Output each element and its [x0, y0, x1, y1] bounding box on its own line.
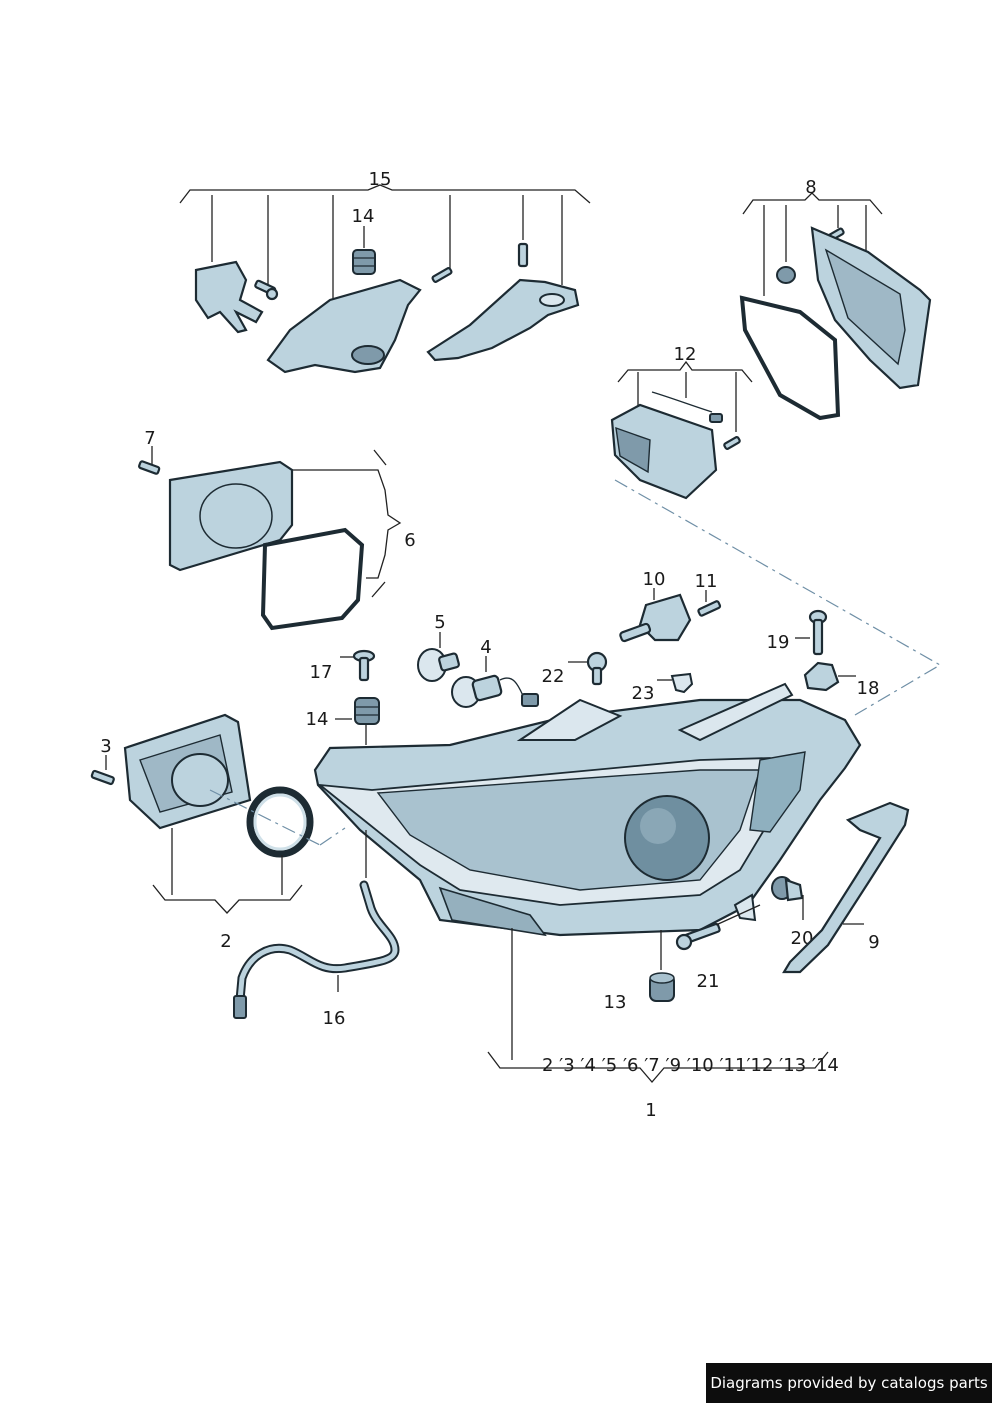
callout-3: 3 [100, 736, 111, 757]
callout-1: 1 [645, 1100, 656, 1121]
screw-17 [340, 649, 376, 682]
ballast-group-2 [90, 713, 346, 914]
screw-19 [795, 609, 828, 656]
callout-16: 16 [323, 1008, 346, 1029]
callout-7: 7 [144, 428, 155, 449]
bracket-group-15 [179, 184, 591, 374]
callout-19: 19 [767, 632, 790, 653]
callout-15: 15 [369, 169, 392, 190]
vent-hose-16 [233, 830, 400, 1019]
callout-8: 8 [805, 177, 816, 198]
callout-23: 23 [632, 683, 655, 704]
plug-23 [657, 672, 694, 694]
callout-14-mid: 14 [306, 709, 329, 730]
assembly-bracket-1 [487, 1051, 829, 1083]
credit-footer: Diagrams provided by catalogs parts [706, 1363, 992, 1403]
callout-4: 4 [480, 637, 491, 658]
cover-group-8 [739, 192, 932, 421]
credit-text: Diagrams provided by catalogs parts [710, 1374, 988, 1392]
clip-20 [771, 876, 804, 920]
callout-5: 5 [434, 612, 445, 633]
mount-18 [803, 661, 856, 692]
callout-18: 18 [857, 678, 880, 699]
callout-13: 13 [604, 992, 627, 1013]
callout-14-top: 14 [352, 206, 375, 227]
callout-6: 6 [404, 530, 415, 551]
rubber-13 [649, 930, 675, 1002]
trim-strip-9 [782, 801, 910, 974]
callout-9: 9 [868, 932, 879, 953]
assembly-contents-list: 2 ′3 ′4 ′5 ′6 ′7 ′9 ′10 ′11′12 ′13 ′14 [542, 1055, 839, 1076]
screw-21 [675, 904, 761, 951]
callout-2: 2 [220, 931, 231, 952]
actuator-10 [619, 588, 692, 643]
module-group-6 [138, 446, 402, 631]
screw-22 [568, 651, 608, 686]
nut-14-top [352, 226, 376, 275]
callout-22: 22 [542, 666, 565, 687]
callout-10: 10 [643, 569, 666, 590]
callout-21: 21 [697, 971, 720, 992]
callout-17: 17 [310, 662, 333, 683]
nut-14-mid [335, 697, 380, 745]
callout-11: 11 [695, 571, 718, 592]
reference-line [614, 479, 942, 716]
bulb-5 [417, 632, 460, 682]
screw-11 [697, 590, 722, 617]
callout-12: 12 [674, 344, 697, 365]
control-unit-group-12 [610, 360, 753, 500]
bulb-socket-4 [451, 656, 539, 708]
headlamp-housing-1 [313, 682, 862, 937]
